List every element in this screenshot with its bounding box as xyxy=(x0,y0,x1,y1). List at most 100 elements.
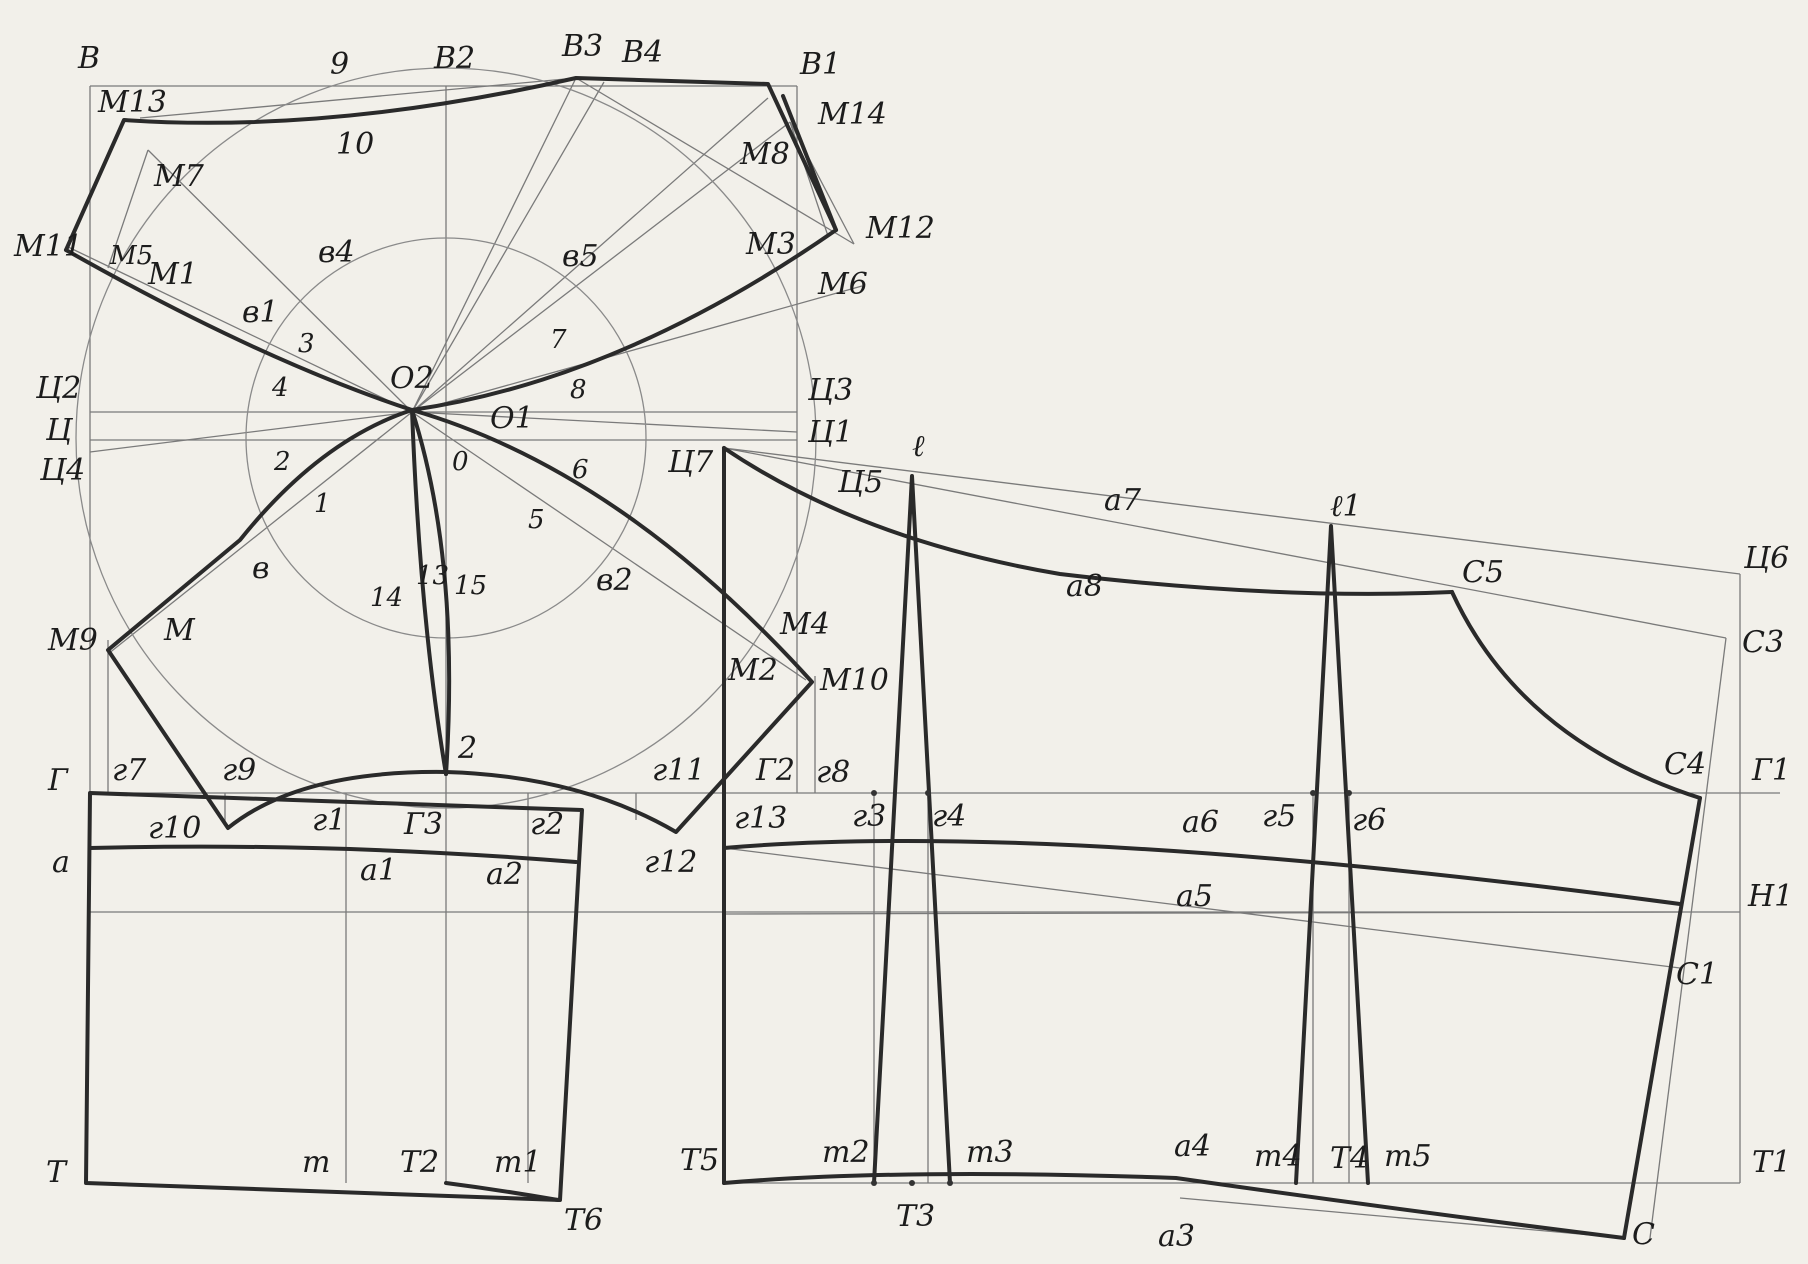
label-g1: г1 xyxy=(312,803,346,838)
label-M9: М9 xyxy=(47,623,98,658)
label-8: 8 xyxy=(570,375,587,405)
label-C5: Ц5 xyxy=(837,465,883,500)
label-S5: С5 xyxy=(1462,555,1504,590)
construction-lines xyxy=(65,77,1780,1239)
label-B: В xyxy=(77,41,100,76)
label-B1: В1 xyxy=(799,47,841,82)
label-M10: М10 xyxy=(819,663,889,698)
label-C6: Ц6 xyxy=(1743,541,1789,576)
label-T: Т xyxy=(46,1155,68,1190)
label-B4: В4 xyxy=(621,35,663,70)
label-M8: М8 xyxy=(739,137,790,172)
label-g11: г11 xyxy=(652,753,705,788)
label-4: 4 xyxy=(271,373,289,403)
label-a8: а8 xyxy=(1066,569,1103,604)
label-T5: Т5 xyxy=(680,1143,719,1178)
label-2a: 2 xyxy=(273,447,291,477)
label-g5: г5 xyxy=(1262,799,1296,834)
label-9: 9 xyxy=(330,47,349,82)
label-m5: т5 xyxy=(1384,1139,1432,1174)
label-a7: а7 xyxy=(1104,483,1142,518)
label-M12: М12 xyxy=(865,211,935,246)
label-H1: Н1 xyxy=(1747,879,1793,914)
label-T1: Т1 xyxy=(1752,1145,1791,1180)
label-g2: г2 xyxy=(530,807,564,842)
label-15: 15 xyxy=(454,571,487,601)
label-a2: а2 xyxy=(486,857,523,892)
label-g8: г8 xyxy=(816,755,850,790)
label-14: 14 xyxy=(370,583,403,613)
label-S: С xyxy=(1632,1217,1655,1252)
label-m4: т4 xyxy=(1254,1139,1302,1174)
label-g7: г7 xyxy=(112,753,147,788)
label-B3: В3 xyxy=(561,29,603,64)
label-3: 3 xyxy=(298,329,315,359)
label-M7: М7 xyxy=(153,159,205,194)
label-6: 6 xyxy=(572,455,589,485)
point-markers xyxy=(871,790,1352,1186)
label-l: ℓ xyxy=(912,429,925,464)
label-C4: Ц4 xyxy=(39,453,85,488)
label-g3: г3 xyxy=(852,799,886,834)
label-m2: т2 xyxy=(822,1135,870,1170)
construction-circles xyxy=(75,67,817,809)
label-a: а xyxy=(52,845,70,880)
label-G3: Г3 xyxy=(403,807,443,842)
label-b1: в1 xyxy=(242,295,279,330)
label-b4: в4 xyxy=(318,235,355,270)
label-l1: ℓ1 xyxy=(1330,489,1362,524)
label-M5: М5 xyxy=(109,241,153,271)
label-M: М xyxy=(163,613,196,648)
label-C3: Ц3 xyxy=(807,373,853,408)
label-M3: М3 xyxy=(745,227,796,262)
label-C2: Ц2 xyxy=(35,371,81,406)
label-C: Ц xyxy=(45,413,74,448)
label-m: т xyxy=(302,1145,330,1180)
label-T4: Т4 xyxy=(1330,1141,1369,1176)
label-0: 0 xyxy=(452,447,469,477)
label-b5: в5 xyxy=(562,239,599,274)
label-C1: Ц1 xyxy=(807,415,853,450)
label-G1: Г1 xyxy=(1751,753,1791,788)
pattern-outlines xyxy=(64,76,1702,1240)
label-1: 1 xyxy=(314,489,331,519)
label-b2: в2 xyxy=(596,563,633,598)
label-g13: г13 xyxy=(734,801,787,836)
label-G2: Г2 xyxy=(755,753,795,788)
label-g12: г12 xyxy=(644,845,697,880)
label-T3: Т3 xyxy=(896,1199,935,1234)
label-m3: т3 xyxy=(966,1135,1014,1170)
label-M2: М2 xyxy=(727,653,778,688)
label-g4: г4 xyxy=(932,799,966,834)
label-10: 10 xyxy=(336,127,374,162)
label-13: 13 xyxy=(416,561,449,591)
label-T2: Т2 xyxy=(400,1145,439,1180)
label-T6: Т6 xyxy=(564,1203,603,1238)
label-g6: г6 xyxy=(1352,803,1386,838)
label-2b: 2 xyxy=(457,731,477,766)
label-g9: г9 xyxy=(222,753,256,788)
label-M6: М6 xyxy=(817,267,868,302)
label-5: 5 xyxy=(528,505,545,535)
label-7: 7 xyxy=(550,325,567,355)
label-b: в xyxy=(252,551,269,586)
label-M4: М4 xyxy=(779,607,830,642)
label-a4: а4 xyxy=(1174,1129,1211,1164)
label-G: Г xyxy=(47,763,69,798)
label-S1: С1 xyxy=(1676,957,1718,992)
label-S3: С3 xyxy=(1742,625,1784,660)
label-m1: т1 xyxy=(494,1145,542,1180)
label-g10: г10 xyxy=(148,811,201,846)
label-a1: а1 xyxy=(360,853,397,888)
label-M11: М11 xyxy=(13,229,83,264)
label-M14: М14 xyxy=(817,97,887,132)
label-M1: М1 xyxy=(147,257,198,292)
label-C7: Ц7 xyxy=(667,445,714,480)
label-O1: О1 xyxy=(490,401,534,436)
label-a6: а6 xyxy=(1182,805,1219,840)
label-B2: В2 xyxy=(433,41,475,76)
label-a5: а5 xyxy=(1176,879,1213,914)
label-S4: С4 xyxy=(1664,747,1706,782)
label-M13: М13 xyxy=(97,85,167,120)
